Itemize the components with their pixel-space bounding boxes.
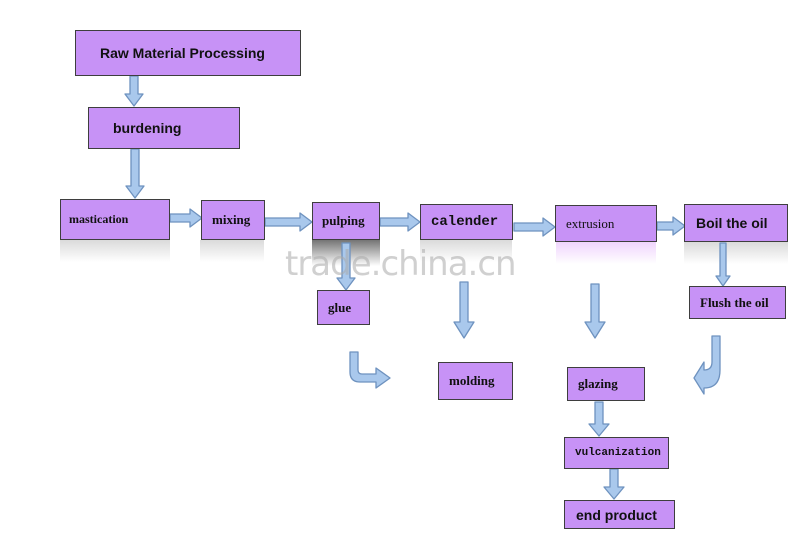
curved-arrow-flush-oil	[693, 335, 721, 395]
node-raw-material-processing: Raw Material Processing	[75, 30, 301, 76]
node-glue: glue	[317, 290, 370, 325]
mixing-reflection	[200, 240, 264, 262]
boil-the-oil-reflection	[684, 242, 788, 264]
watermark: trade.china.cn	[285, 244, 517, 284]
arrow-pulping-to-calender	[379, 212, 421, 232]
arrow-extrusion-to-boil	[656, 216, 686, 236]
arrow-mixing-to-pulping	[264, 212, 313, 232]
arrow-calender-to-extrusion	[513, 217, 556, 237]
arrow-mastication-to-mixing	[169, 208, 203, 228]
arrow-pulping-to-glue	[336, 242, 356, 291]
node-mixing: mixing	[201, 200, 265, 240]
arrow-raw-to-burdening	[124, 75, 144, 107]
node-mastication: mastication	[60, 199, 170, 240]
node-flush-the-oil: Flush the oil	[689, 286, 786, 319]
node-end-product: end product	[564, 500, 675, 529]
arrow-boil-to-flush	[715, 242, 731, 287]
arrow-calender-to-molding	[453, 281, 475, 339]
node-extrusion: extrusion	[555, 205, 657, 242]
node-molding: molding	[438, 362, 513, 400]
arrow-vulcanization-to-end	[603, 468, 625, 500]
arrow-glazing-to-vulcanization	[588, 401, 610, 437]
node-pulping: pulping	[312, 202, 380, 240]
curved-arrow-glue	[349, 351, 391, 389]
extrusion-reflection	[556, 242, 656, 264]
calender-reflection	[420, 240, 512, 262]
node-calender: calender	[420, 204, 513, 240]
node-glazing: glazing	[567, 367, 645, 401]
mastication-reflection	[60, 240, 170, 262]
arrow-extrusion-to-glazing	[584, 283, 606, 339]
arrow-burdening-to-mastication	[125, 148, 145, 199]
node-burdening: burdening	[88, 107, 240, 149]
node-boil-the-oil: Boil the oil	[684, 204, 788, 242]
node-vulcanization: vulcanization	[564, 437, 669, 469]
